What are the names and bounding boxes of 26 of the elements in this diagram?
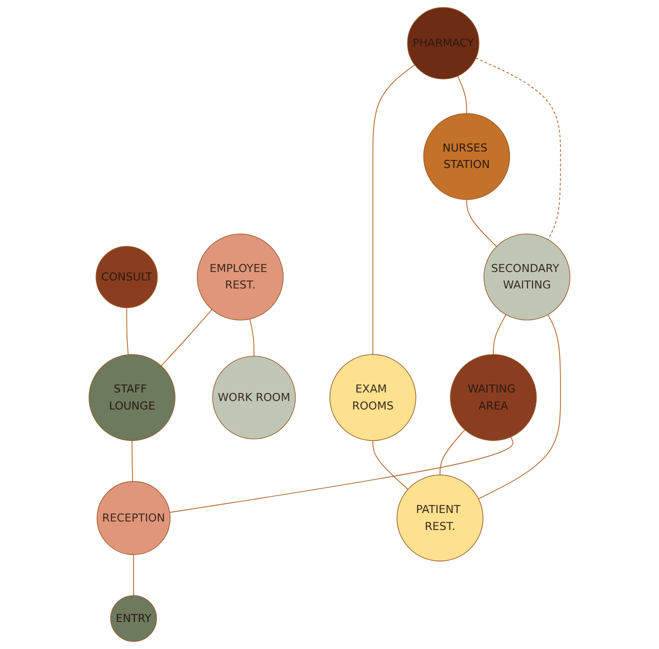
connector <box>372 440 408 490</box>
connector <box>132 440 134 482</box>
connector <box>249 318 254 357</box>
connector <box>372 64 416 355</box>
node-circle: CONSULT <box>96 246 158 308</box>
connector <box>440 429 466 476</box>
connector <box>160 309 212 366</box>
connector <box>169 436 514 513</box>
node-circle: PHARMACY <box>407 7 480 80</box>
node-circle: WAITING AREA <box>450 354 537 441</box>
connector <box>126 307 129 356</box>
connector <box>475 58 561 240</box>
connector <box>133 554 134 596</box>
connector <box>466 199 497 248</box>
node-circle: ENTRY <box>110 595 157 642</box>
node-circle: PATIENT REST. <box>396 474 484 562</box>
node-circle: EXAM ROOMS <box>329 354 416 441</box>
connector <box>478 314 561 500</box>
node-circle: NURSES STATION <box>423 113 510 200</box>
connector <box>457 76 468 114</box>
node-circle: WORK ROOM <box>212 356 296 440</box>
connector <box>492 314 506 355</box>
node-circle: SECONDARY WAITING <box>484 234 570 320</box>
node-circle: RECEPTION <box>96 481 170 555</box>
node-circle: STAFF LOUNGE <box>88 354 176 441</box>
node-circle: EMPLOYEE REST. <box>196 234 284 320</box>
